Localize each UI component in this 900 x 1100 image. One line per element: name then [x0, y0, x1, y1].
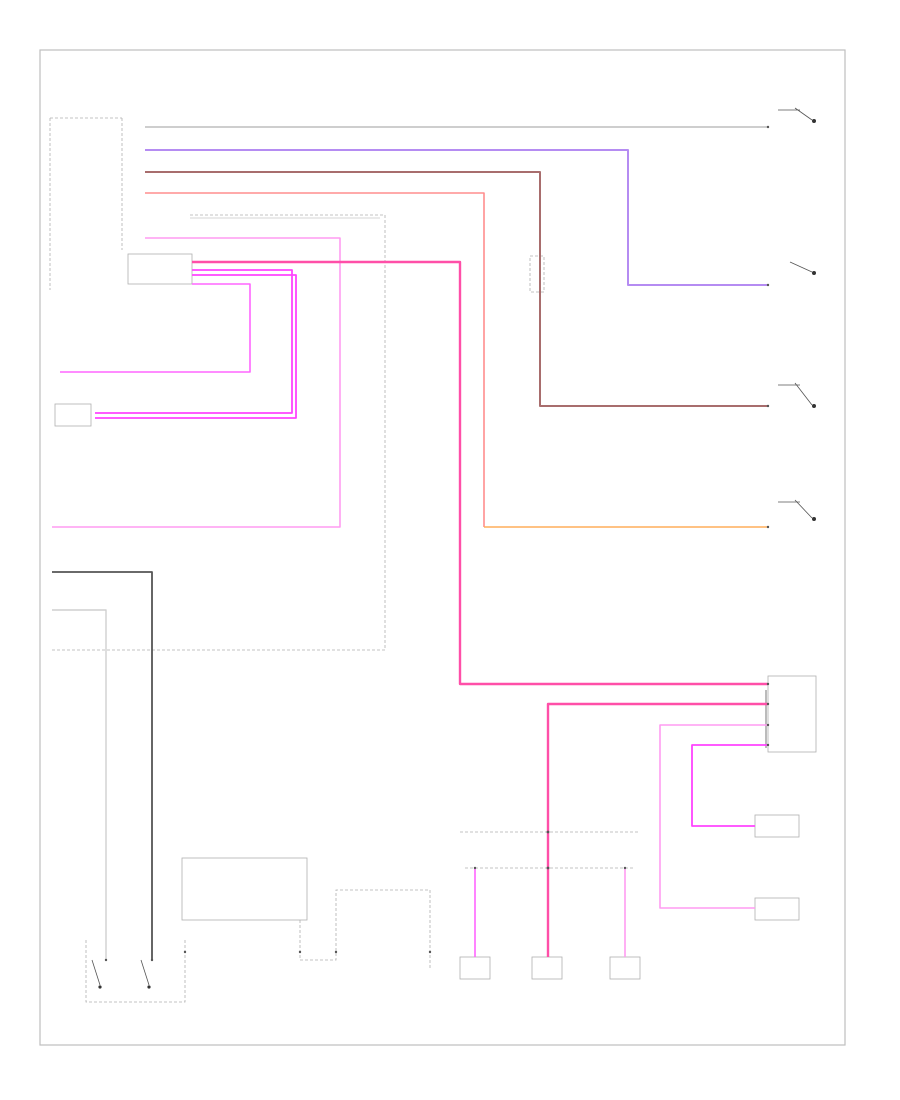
wire-pink-gauge1 — [691, 744, 768, 827]
relay-block — [127, 253, 193, 285]
ground-box-3 — [609, 956, 641, 980]
junction-connector-bottom — [460, 831, 640, 869]
lamp-module — [54, 403, 92, 427]
seat-switch-pair — [91, 959, 151, 989]
wire-pink-bcm — [52, 237, 341, 528]
gauge-box-right-2 — [754, 897, 800, 921]
wire-hotpink-main — [192, 260, 768, 686]
wire-salmon — [145, 192, 485, 527]
door-switch-3 — [778, 382, 816, 408]
diagram-frame — [39, 49, 846, 1046]
wires — [52, 126, 768, 960]
junction-box-outline — [52, 214, 386, 651]
wire-black — [52, 571, 153, 960]
switch-assembly-left — [85, 857, 431, 1003]
body-control-module — [49, 117, 123, 290]
door-switch-4 — [778, 499, 816, 521]
ground-box-2 — [531, 956, 563, 980]
door-switch-1 — [778, 107, 816, 123]
wire-violet — [145, 149, 768, 286]
wire-gray-seat — [52, 609, 107, 960]
wire-pink-lamp-b — [95, 274, 297, 419]
connector-dots — [104, 125, 770, 962]
wire-hotpink-2 — [546, 702, 768, 957]
gauge-box-right-1 — [754, 814, 800, 838]
mode-switch-box — [765, 675, 817, 753]
wire-brown — [145, 171, 768, 407]
wire-pink-gauge2 — [659, 724, 768, 909]
door-switch-2 — [789, 261, 816, 275]
wire-pink-372 — [60, 283, 251, 373]
ground-box-1 — [459, 956, 491, 980]
center-relay — [529, 255, 545, 293]
wire-pink-lamp-a — [95, 269, 293, 414]
